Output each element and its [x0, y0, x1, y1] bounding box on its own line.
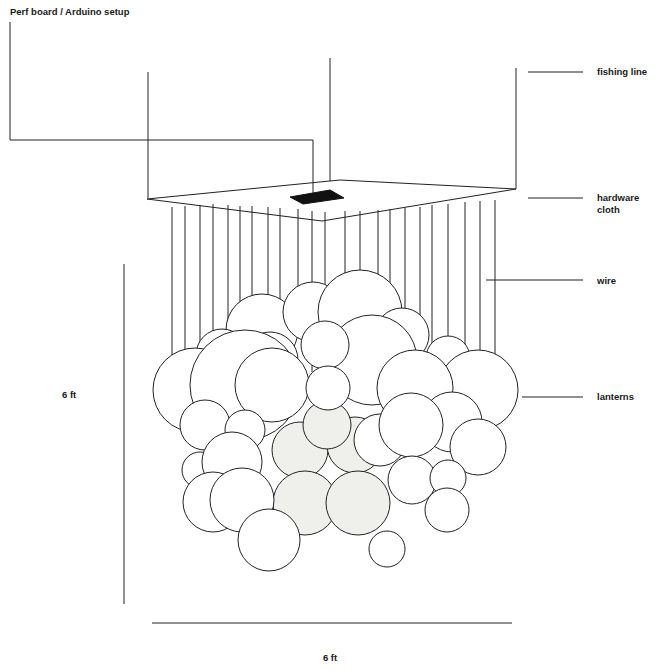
- hanging-wire: [172, 207, 173, 372]
- dimension-line: [124, 264, 125, 604]
- hanging-wire: [252, 206, 253, 310]
- lantern: [369, 531, 405, 567]
- part-label: fishing line: [597, 66, 649, 78]
- leader-line: [486, 280, 583, 281]
- dimension-label: 6 ft: [62, 389, 76, 401]
- hardware-cloth: [147, 180, 516, 221]
- lantern: [326, 471, 390, 535]
- hanging-wire: [213, 204, 214, 350]
- leader-line: [528, 198, 583, 199]
- leader-line: [522, 397, 583, 398]
- dimension-line: [152, 623, 512, 624]
- perf-board: [290, 190, 344, 204]
- fishing-line: [516, 68, 517, 189]
- part-label: wire: [597, 275, 616, 287]
- part-label: Perf board / Arduino setup: [10, 6, 129, 18]
- lantern: [306, 366, 350, 410]
- hanging-wire: [480, 201, 481, 360]
- part-label: lanterns: [597, 391, 634, 403]
- part-label: hardware cloth: [597, 192, 653, 216]
- hanging-wire: [495, 200, 496, 372]
- lantern: [379, 393, 443, 457]
- hanging-wire: [448, 204, 449, 350]
- lantern: [425, 488, 469, 532]
- fishing-line: [148, 72, 149, 198]
- hanging-wire: [185, 206, 186, 370]
- lantern: [238, 509, 300, 571]
- fishing-line: [330, 58, 331, 181]
- dimension-label: 6 ft: [323, 652, 337, 664]
- leader-line: [528, 72, 583, 73]
- leader-line: [10, 22, 313, 193]
- lantern: [301, 321, 349, 369]
